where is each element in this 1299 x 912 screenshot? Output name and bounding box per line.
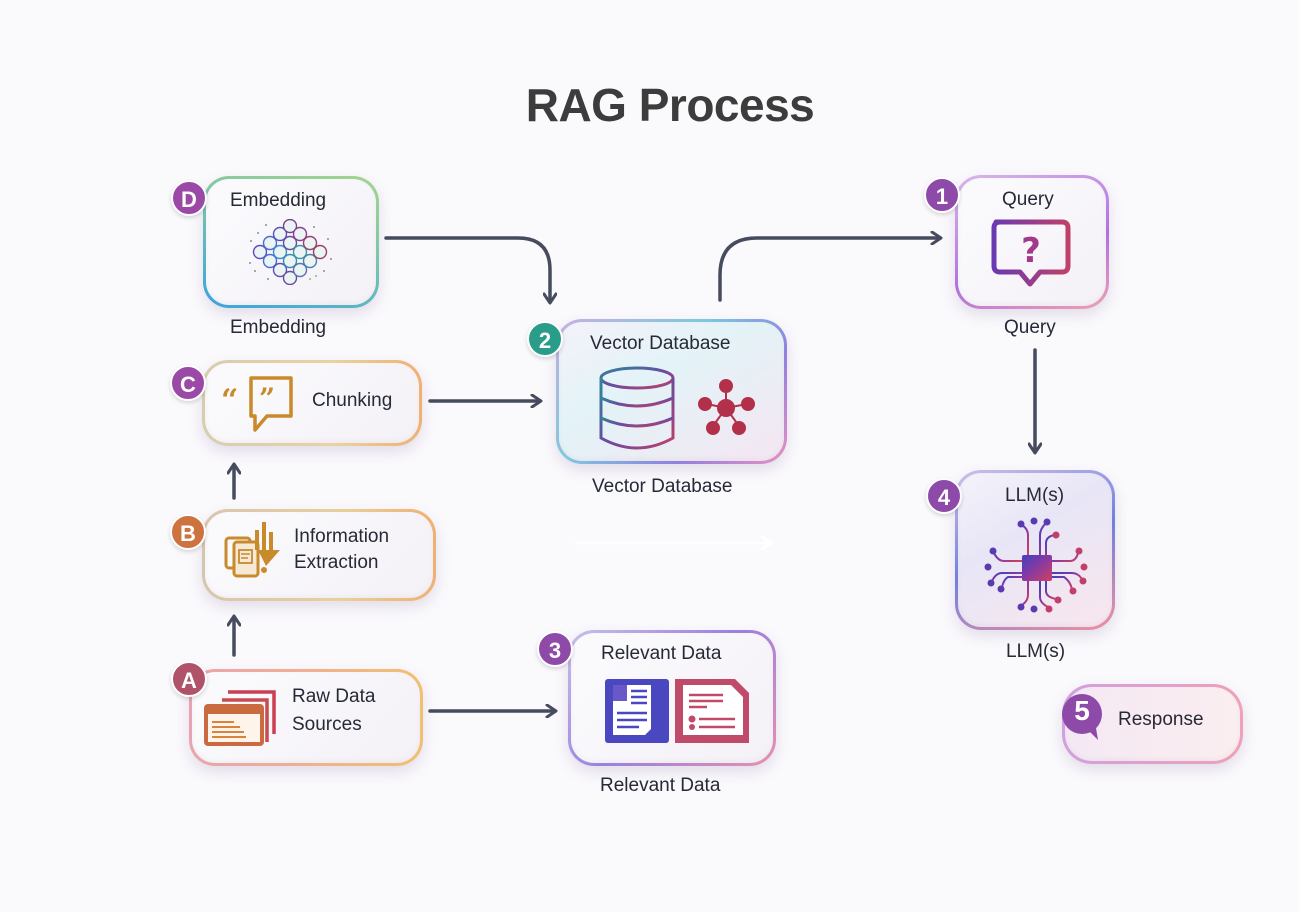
badge-c: C <box>170 365 206 401</box>
node-llm[interactable]: LLM(s) 4 <box>926 470 1115 630</box>
chip-icon <box>984 517 1088 613</box>
node-llm-label: LLM(s) <box>1005 485 1065 506</box>
quote-bubble-icon: “ ” <box>221 376 293 432</box>
node-embedding-label: Embedding <box>230 190 327 211</box>
caption-relevant-data: Relevant Data <box>600 775 721 796</box>
node-query[interactable]: Query ? 1 <box>924 175 1109 309</box>
badge-1: 1 <box>924 177 960 213</box>
node-relevant-data-label: Relevant Data <box>601 643 722 664</box>
node-raw-data[interactable]: Raw Data Sources A <box>171 661 423 766</box>
svg-text:?: ? <box>1021 231 1041 271</box>
database-icon <box>599 366 675 450</box>
document-extraction-icon <box>224 522 280 578</box>
badge-5: 5 <box>1074 695 1090 726</box>
node-raw-data-label-line1: Raw Data <box>292 686 376 707</box>
badge-d: D <box>171 180 207 216</box>
caption-llm: LLM(s) <box>1006 641 1066 662</box>
node-extraction[interactable]: Information Extraction B <box>170 509 436 601</box>
badge-a: A <box>171 661 207 697</box>
node-embedding[interactable]: Embedding <box>171 176 379 308</box>
node-extraction-label-line2: Extraction <box>294 552 379 573</box>
arrow-embedding-to-vector-db <box>384 236 550 302</box>
badge-2: 2 <box>527 321 563 357</box>
question-bubble-icon: ? <box>991 219 1071 287</box>
node-vector-database[interactable]: Vector Database <box>527 319 787 464</box>
diagram-title: RAG Process <box>525 79 815 131</box>
speech-bubble-icon: 5 <box>1060 692 1104 740</box>
caption-vector-database: Vector Database <box>592 476 733 497</box>
arrow-vector-db-to-query <box>718 238 940 302</box>
node-chunking[interactable]: “ ” Chunking C <box>170 360 422 446</box>
node-relevant-data[interactable]: Relevant Data 3 <box>537 630 776 766</box>
caption-query: Query <box>1004 317 1056 338</box>
neural-network-icon <box>249 219 332 285</box>
badge-3: 3 <box>537 631 573 667</box>
caption-embedding: Embedding <box>230 317 327 338</box>
node-extraction-label-line1: Information <box>294 526 390 547</box>
node-raw-data-label-line2: Sources <box>292 714 362 735</box>
badge-b: B <box>170 514 206 550</box>
node-response-label: Response <box>1118 709 1204 730</box>
documents-icon <box>605 679 749 743</box>
svg-text:“: “ <box>221 383 238 418</box>
stacked-documents-icon <box>204 690 276 746</box>
badge-4: 4 <box>926 478 962 514</box>
node-response[interactable]: Response 5 <box>1062 684 1243 764</box>
node-query-label: Query <box>1002 189 1054 210</box>
network-graph-icon <box>698 379 755 435</box>
svg-text:”: ” <box>259 382 275 415</box>
node-chunking-label: Chunking <box>312 390 393 411</box>
node-vector-database-label: Vector Database <box>590 333 731 354</box>
